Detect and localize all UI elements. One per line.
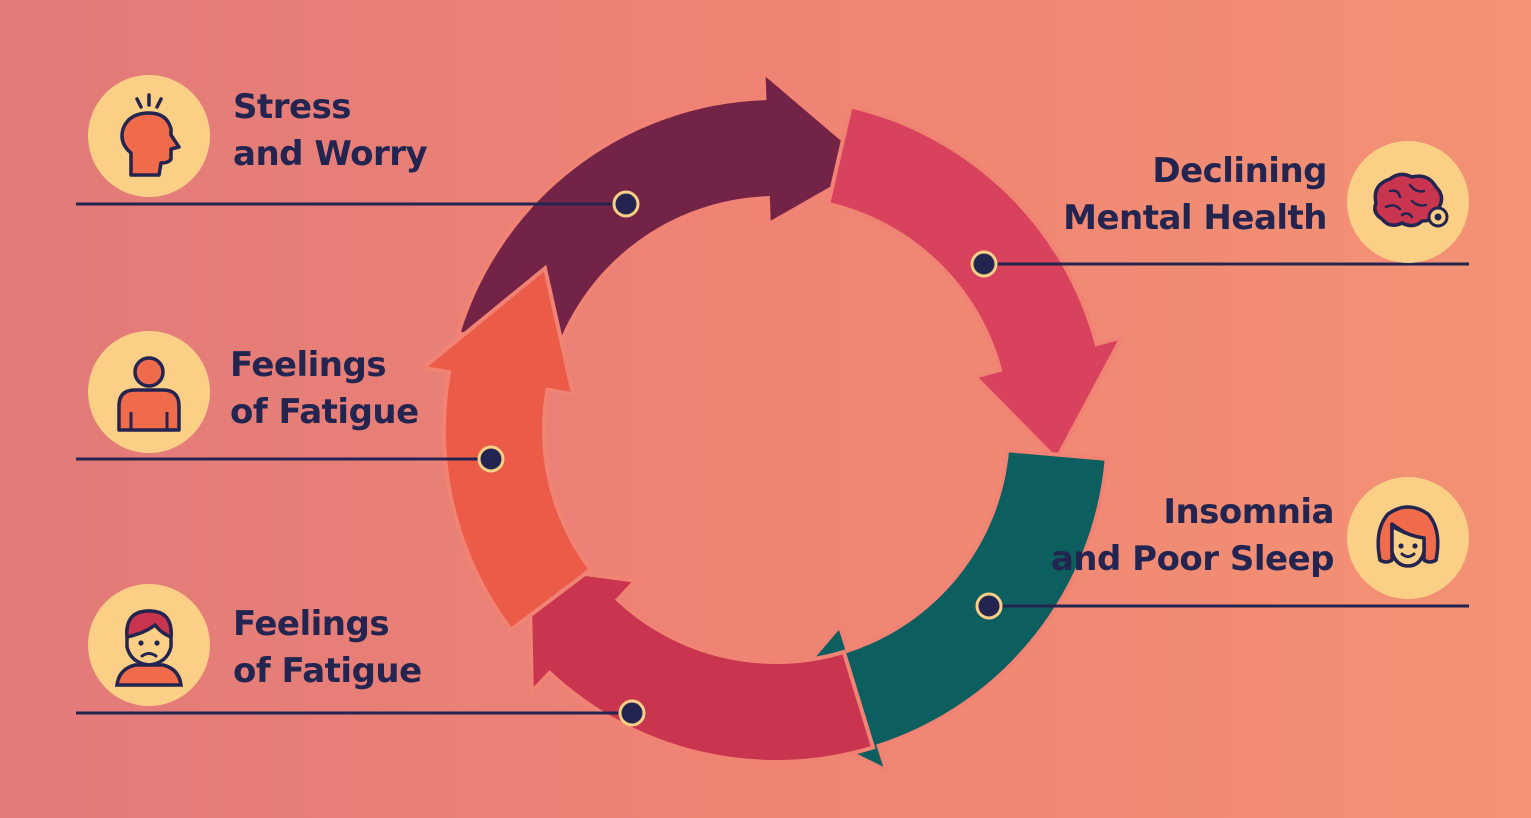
brain-icon <box>1373 172 1449 228</box>
person-icon <box>117 356 181 432</box>
fatigue-bottom-label-line2: of Fatigue <box>233 651 422 691</box>
insomnia-label-line2: and Poor Sleep <box>1050 539 1335 579</box>
fatigue-middle-label-line2: of Fatigue <box>230 392 419 432</box>
insomnia-label-line1: Insomnia <box>1163 492 1334 532</box>
declining-label: Declining Mental Health <box>1063 148 1327 242</box>
stress-label-line2: and Worry <box>233 134 428 174</box>
fatigue-middle-label-line1: Feelings <box>230 345 387 385</box>
fatigue-middle-icon-circle <box>88 331 210 453</box>
arrow-stress <box>456 67 876 365</box>
fatigue-bottom-icon-circle <box>88 584 210 706</box>
arrow-fatigue-middle <box>418 264 594 633</box>
declining-label-line1: Declining <box>1152 151 1327 191</box>
stress-label-line1: Stress <box>233 87 352 127</box>
connector-insomnia-dot <box>975 592 1003 620</box>
girl-face-icon <box>1376 505 1440 568</box>
declining-label-line2: Mental Health <box>1063 198 1327 238</box>
insomnia-icon-circle <box>1347 477 1469 599</box>
connector-fatigue-bottom-dot <box>618 699 646 727</box>
fatigue-middle-label: Feelings of Fatigue <box>230 342 419 436</box>
declining-icon-circle <box>1347 141 1469 263</box>
fatigue-bottom-label-line1: Feelings <box>233 604 390 644</box>
stress-label: Stress and Worry <box>233 84 428 178</box>
connector-stress-dot <box>612 190 640 218</box>
cycle-arrows <box>418 67 1126 775</box>
connector-fatigue-middle-dot <box>477 445 505 473</box>
head-stress-icon <box>120 93 181 177</box>
connector-declining-dot <box>970 250 998 278</box>
stress-icon-circle <box>88 75 210 197</box>
arrow-fatigue-bottom <box>527 564 876 764</box>
connector-lines <box>76 190 1469 727</box>
sad-boy-icon <box>115 609 183 687</box>
arrow-declining <box>825 104 1126 463</box>
fatigue-bottom-label: Feelings of Fatigue <box>233 601 422 695</box>
insomnia-label: Insomnia and Poor Sleep <box>1050 489 1335 583</box>
